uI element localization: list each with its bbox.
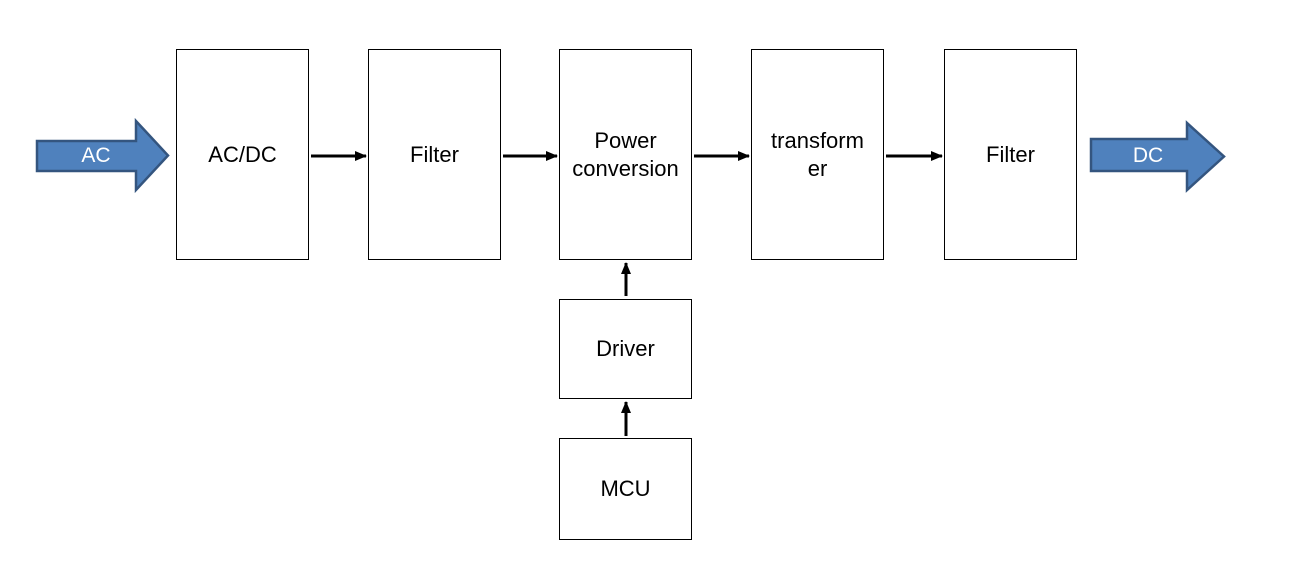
block-transformer-label: transformer — [771, 127, 864, 181]
block-filter-input-label: Filter — [410, 141, 459, 167]
block-filter-output-label: Filter — [986, 141, 1035, 167]
block-mcu: MCU — [559, 438, 692, 540]
block-power-conversion-label: Power conversion — [572, 127, 679, 181]
block-mcu-label: MCU — [600, 476, 651, 502]
block-filter-input: Filter — [368, 49, 501, 260]
block-acdc: AC/DC — [176, 49, 309, 260]
block-filter-output: Filter — [944, 49, 1077, 260]
block-power-conversion: Power conversion — [559, 49, 692, 260]
block-transformer: transformer — [751, 49, 884, 260]
block-acdc-label: AC/DC — [208, 141, 277, 167]
ac-input-block-arrow — [35, 117, 170, 194]
block-driver-label: Driver — [596, 336, 655, 362]
block-driver: Driver — [559, 299, 692, 399]
dc-output-block-arrow — [1089, 120, 1226, 193]
